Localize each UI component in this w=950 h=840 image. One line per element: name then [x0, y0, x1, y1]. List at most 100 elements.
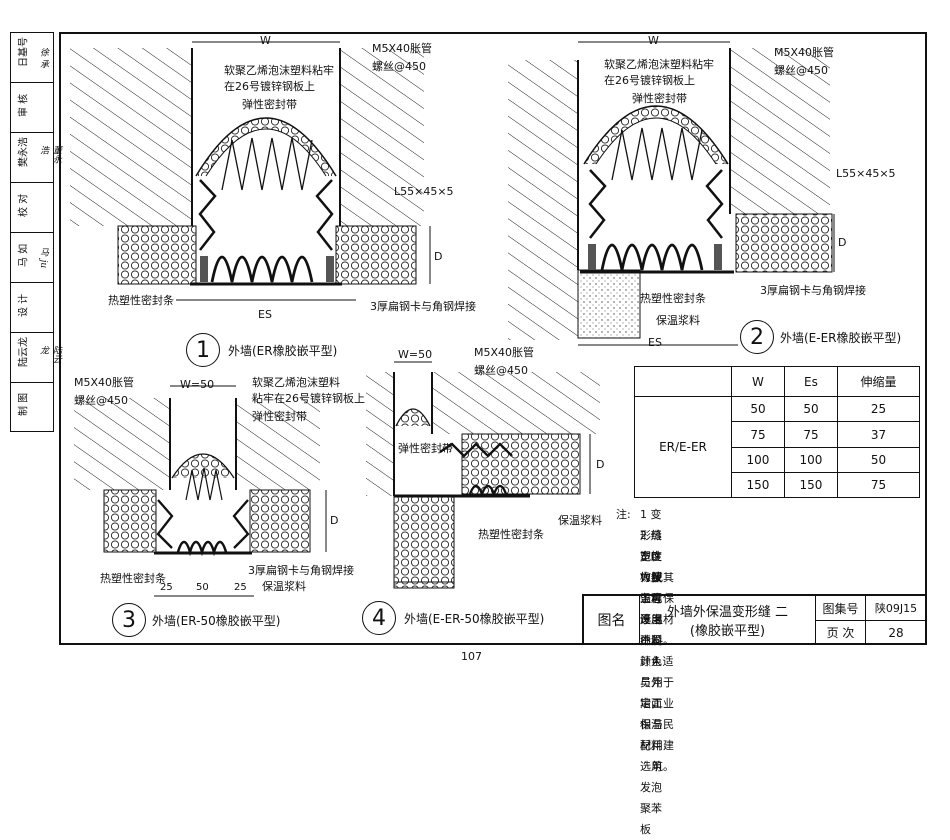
detail4-insulation-label: 保温浆料	[558, 514, 602, 527]
table-header-row: W Es 伸缩量	[634, 365, 921, 398]
drawing-title-line1: 外墙外保温变形缝 二	[666, 605, 789, 620]
detail1-foam-label: 软聚乙烯泡沫塑料粘牢	[224, 64, 334, 77]
signature-column: 日基号徐 承 审 核 樊永浩董永浩 校 对 马 如马 ju 设 计 陆云龙陆云龙…	[10, 32, 61, 432]
sidebar-cell: 校 对	[11, 183, 53, 233]
detail-2-drawing	[508, 41, 835, 346]
detail4-d-dimension: D	[596, 458, 605, 471]
detail4-number-circle: 4	[362, 601, 396, 635]
sidebar-cell: 日基号徐 承	[11, 33, 53, 83]
table-row: 100 100 50	[635, 446, 921, 473]
drawing-title: 外墙外保温变形缝 二 (橡胶嵌平型)	[640, 596, 816, 645]
detail2-strip-label: 热塑性密封条	[640, 292, 706, 305]
detail1-bolt-label: M5X40胀管	[372, 42, 433, 55]
table-cell: 50	[783, 396, 838, 423]
dimension-table: W Es 伸缩量 ER/E-ER 50 50 25 75 75 37 100 1…	[634, 365, 921, 499]
section-drawings	[70, 41, 835, 597]
table-cell: 100	[783, 446, 838, 473]
detail1-bolt-spacing-label: 螺丝@450	[372, 60, 426, 73]
page-value: 28	[866, 621, 927, 645]
detail3-foam-label: 软聚乙烯泡沫塑料	[252, 376, 340, 389]
table-cell: 25	[836, 396, 921, 423]
table-header: Es	[783, 365, 838, 398]
detail2-seal-label: 弹性密封带	[632, 92, 687, 105]
detail2-es-dimension: ES	[648, 336, 662, 349]
notes-prefix: 注:	[616, 508, 631, 521]
detail2-d-dimension: D	[838, 236, 847, 249]
detail3-d-dimension: D	[330, 514, 339, 527]
table-row: ER/E-ER 50 50 25	[634, 396, 921, 498]
table-cell: 75	[731, 421, 785, 448]
detail3-bolt-spacing-label: 螺丝@450	[74, 394, 128, 407]
detail1-angle-label: L55×45×5	[394, 185, 454, 198]
detail3-bolt-label: M5X40胀管	[74, 376, 135, 389]
table-cell: 75	[836, 471, 921, 499]
detail2-bolt-label: M5X40胀管	[774, 46, 835, 59]
detail3-strip-label: 热塑性密封条	[100, 572, 166, 585]
sidebar-cell: 设 计	[11, 283, 53, 333]
detail4-w-dimension: W=50	[398, 348, 433, 361]
table-header: 伸缩量	[836, 365, 921, 398]
detail2-foam-label: 软聚乙烯泡沫塑料粘牢	[604, 58, 714, 71]
detail2-angle-label: L55×45×5	[836, 167, 896, 180]
atlas-number-value: 陕09J15	[866, 596, 927, 621]
page-number: 107	[461, 650, 482, 663]
page-label: 页 次	[816, 621, 866, 645]
table-cell: 50	[731, 396, 785, 423]
detail3-weld-label: 3厚扁钢卡与角钢焊接	[248, 564, 354, 577]
detail3-dim-middle: 50	[196, 582, 209, 593]
table-cell: 75	[783, 421, 838, 448]
detail-1-drawing	[70, 41, 431, 301]
sidebar-signature: 董永浩	[38, 145, 61, 164]
detail1-seal-label: 弹性密封带	[242, 98, 297, 111]
detail1-d-dimension: D	[434, 250, 443, 263]
detail1-strip-label: 热塑性密封条	[108, 294, 174, 307]
detail3-seal-label: 弹性密封带	[252, 410, 307, 423]
detail1-foam-label-2: 在26号镀锌钢板上	[224, 80, 315, 93]
detail1-caption: 外墙(ER橡胶嵌平型)	[228, 344, 338, 358]
detail3-dim-right: 25	[234, 582, 247, 593]
detail1-es-dimension: ES	[258, 308, 272, 321]
detail2-caption: 外墙(E-ER橡胶嵌平型)	[780, 331, 902, 345]
detail4-bolt-spacing-label: 螺丝@450	[474, 364, 528, 377]
table-cell: 50	[836, 446, 921, 473]
drawing-title-line2: (橡胶嵌平型)	[689, 624, 766, 639]
detail2-w-dimension: W	[648, 34, 659, 47]
table-cell: 100	[731, 446, 785, 473]
detail1-w-dimension: W	[260, 34, 271, 47]
sidebar-cell: 马 如马 ju	[11, 233, 53, 283]
drawing-frame	[59, 32, 927, 645]
table-cell: 150	[783, 471, 838, 499]
detail3-foam-label-2: 粘牢在26号镀锌钢板上	[252, 392, 365, 405]
detail-4-drawing	[366, 361, 600, 589]
table-row: 150 150 75	[635, 471, 921, 499]
detail1-number-circle: 1	[186, 333, 220, 367]
table-cell: 150	[731, 471, 785, 499]
detail3-caption: 外墙(ER-50橡胶嵌平型)	[152, 614, 281, 628]
detail3-number-circle: 3	[112, 603, 146, 637]
detail4-caption: 外墙(E-ER-50橡胶嵌平型)	[404, 612, 545, 626]
detail2-number-circle: 2	[740, 320, 774, 354]
sidebar-cell: 审 核	[11, 83, 53, 133]
detail4-strip-label: 热塑性密封条	[478, 528, 544, 541]
sidebar-signature: 陆云龙	[38, 345, 61, 364]
drawing-sheet: 日基号徐 承 审 核 樊永浩董永浩 校 对 马 如马 ju 设 计 陆云龙陆云龙…	[10, 32, 927, 836]
sidebar-cell: 樊永浩董永浩	[11, 133, 61, 183]
title-name-label: 图名	[584, 596, 640, 645]
detail3-w-dimension: W=50	[180, 378, 215, 391]
detail3-dim-left: 25	[160, 582, 173, 593]
sidebar-signature: 马 ju	[38, 247, 48, 268]
detail3-insulation-label: 保温浆料	[262, 580, 306, 593]
sidebar-signature: 徐 承	[38, 47, 48, 68]
title-block: 图名 外墙外保温变形缝 二 (橡胶嵌平型) 图集号 陕09J15 页 次 28	[582, 594, 927, 645]
detail2-insulation-label: 保温浆料	[656, 314, 700, 327]
detail4-bolt-label: M5X40胀管	[474, 346, 535, 359]
atlas-number-label: 图集号	[816, 596, 866, 621]
detail1-weld-label: 3厚扁钢卡与角钢焊接	[370, 300, 476, 313]
table-row: 75 75 37	[635, 421, 921, 448]
sidebar-cell: 陆云龙陆云龙	[11, 333, 61, 383]
detail4-seal-label: 弹性密封带	[398, 442, 453, 455]
table-cell: 37	[836, 421, 921, 448]
detail2-weld-label: 3厚扁钢卡与角钢焊接	[760, 284, 866, 297]
detail-3-drawing	[74, 385, 327, 597]
table-group-label: ER/E-ER	[634, 396, 732, 498]
